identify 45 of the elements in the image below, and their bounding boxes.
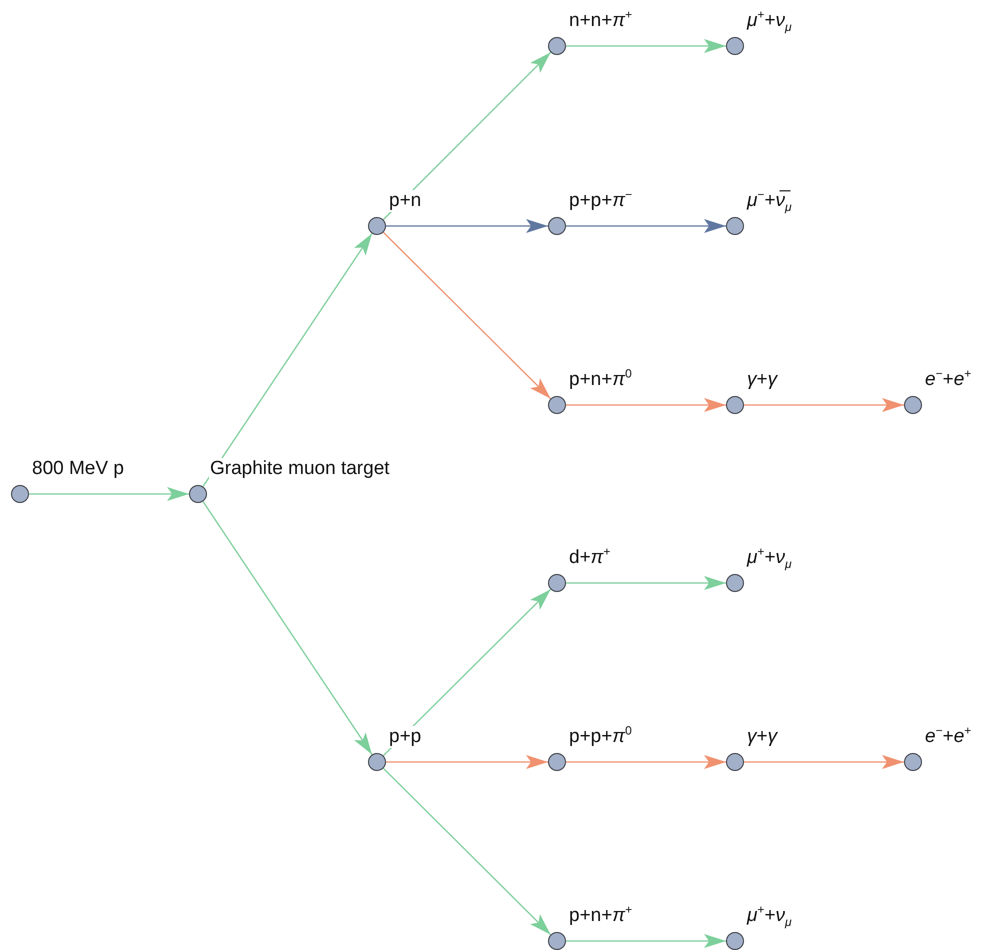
arrow: [386, 219, 548, 233]
node-circle: [11, 485, 29, 503]
node-circle: [548, 932, 566, 950]
particle-label: p+n+π$^{0}$: [568, 369, 633, 391]
particle-label: p+p: [388, 726, 422, 748]
particle-label: Graphite muon target: [209, 458, 391, 480]
particle-label: p+n: [388, 190, 422, 212]
particle-label: μ$^{−}$+ν̅$_{μ}$: [746, 190, 793, 212]
arrow: [386, 755, 548, 769]
arrow: [566, 219, 726, 233]
node-circle: [726, 396, 744, 414]
particle-label: p+p+π$^{0}$: [568, 726, 633, 748]
arrow: [382, 52, 552, 220]
arrow: [202, 233, 373, 487]
particle-label: 800 MeV p: [31, 458, 125, 480]
node-circle: [189, 485, 207, 503]
arrow: [744, 398, 904, 412]
arrow: [202, 501, 373, 755]
node-circle: [726, 932, 744, 950]
node-circle: [904, 396, 922, 414]
arrow: [566, 576, 726, 590]
arrow: [566, 755, 726, 769]
node-circle: [726, 753, 744, 771]
particle-label: μ$^{+}$+ν$_{μ}$: [746, 905, 793, 927]
particle-label: μ$^{+}$+ν$_{μ}$: [746, 10, 793, 32]
node-circle: [726, 37, 744, 55]
node-circle: [904, 753, 922, 771]
arrow: [382, 232, 552, 400]
node-circle: [368, 217, 386, 235]
arrow: [29, 487, 189, 501]
node-circle: [726, 574, 744, 592]
particle-label: p+n+π$^{+}$: [568, 905, 634, 927]
particle-label: μ$^{+}$+ν$_{μ}$: [746, 547, 793, 569]
arrow: [566, 934, 726, 948]
node-circle: [368, 753, 386, 771]
arrow: [382, 768, 552, 936]
node-circle: [548, 753, 566, 771]
node-circle: [548, 574, 566, 592]
arrow: [566, 398, 726, 412]
arrow: [566, 39, 726, 53]
arrow: [744, 755, 904, 769]
node-circle: [548, 37, 566, 55]
node-circle: [726, 217, 744, 235]
node-circle: [548, 217, 566, 235]
node-circle: [548, 396, 566, 414]
